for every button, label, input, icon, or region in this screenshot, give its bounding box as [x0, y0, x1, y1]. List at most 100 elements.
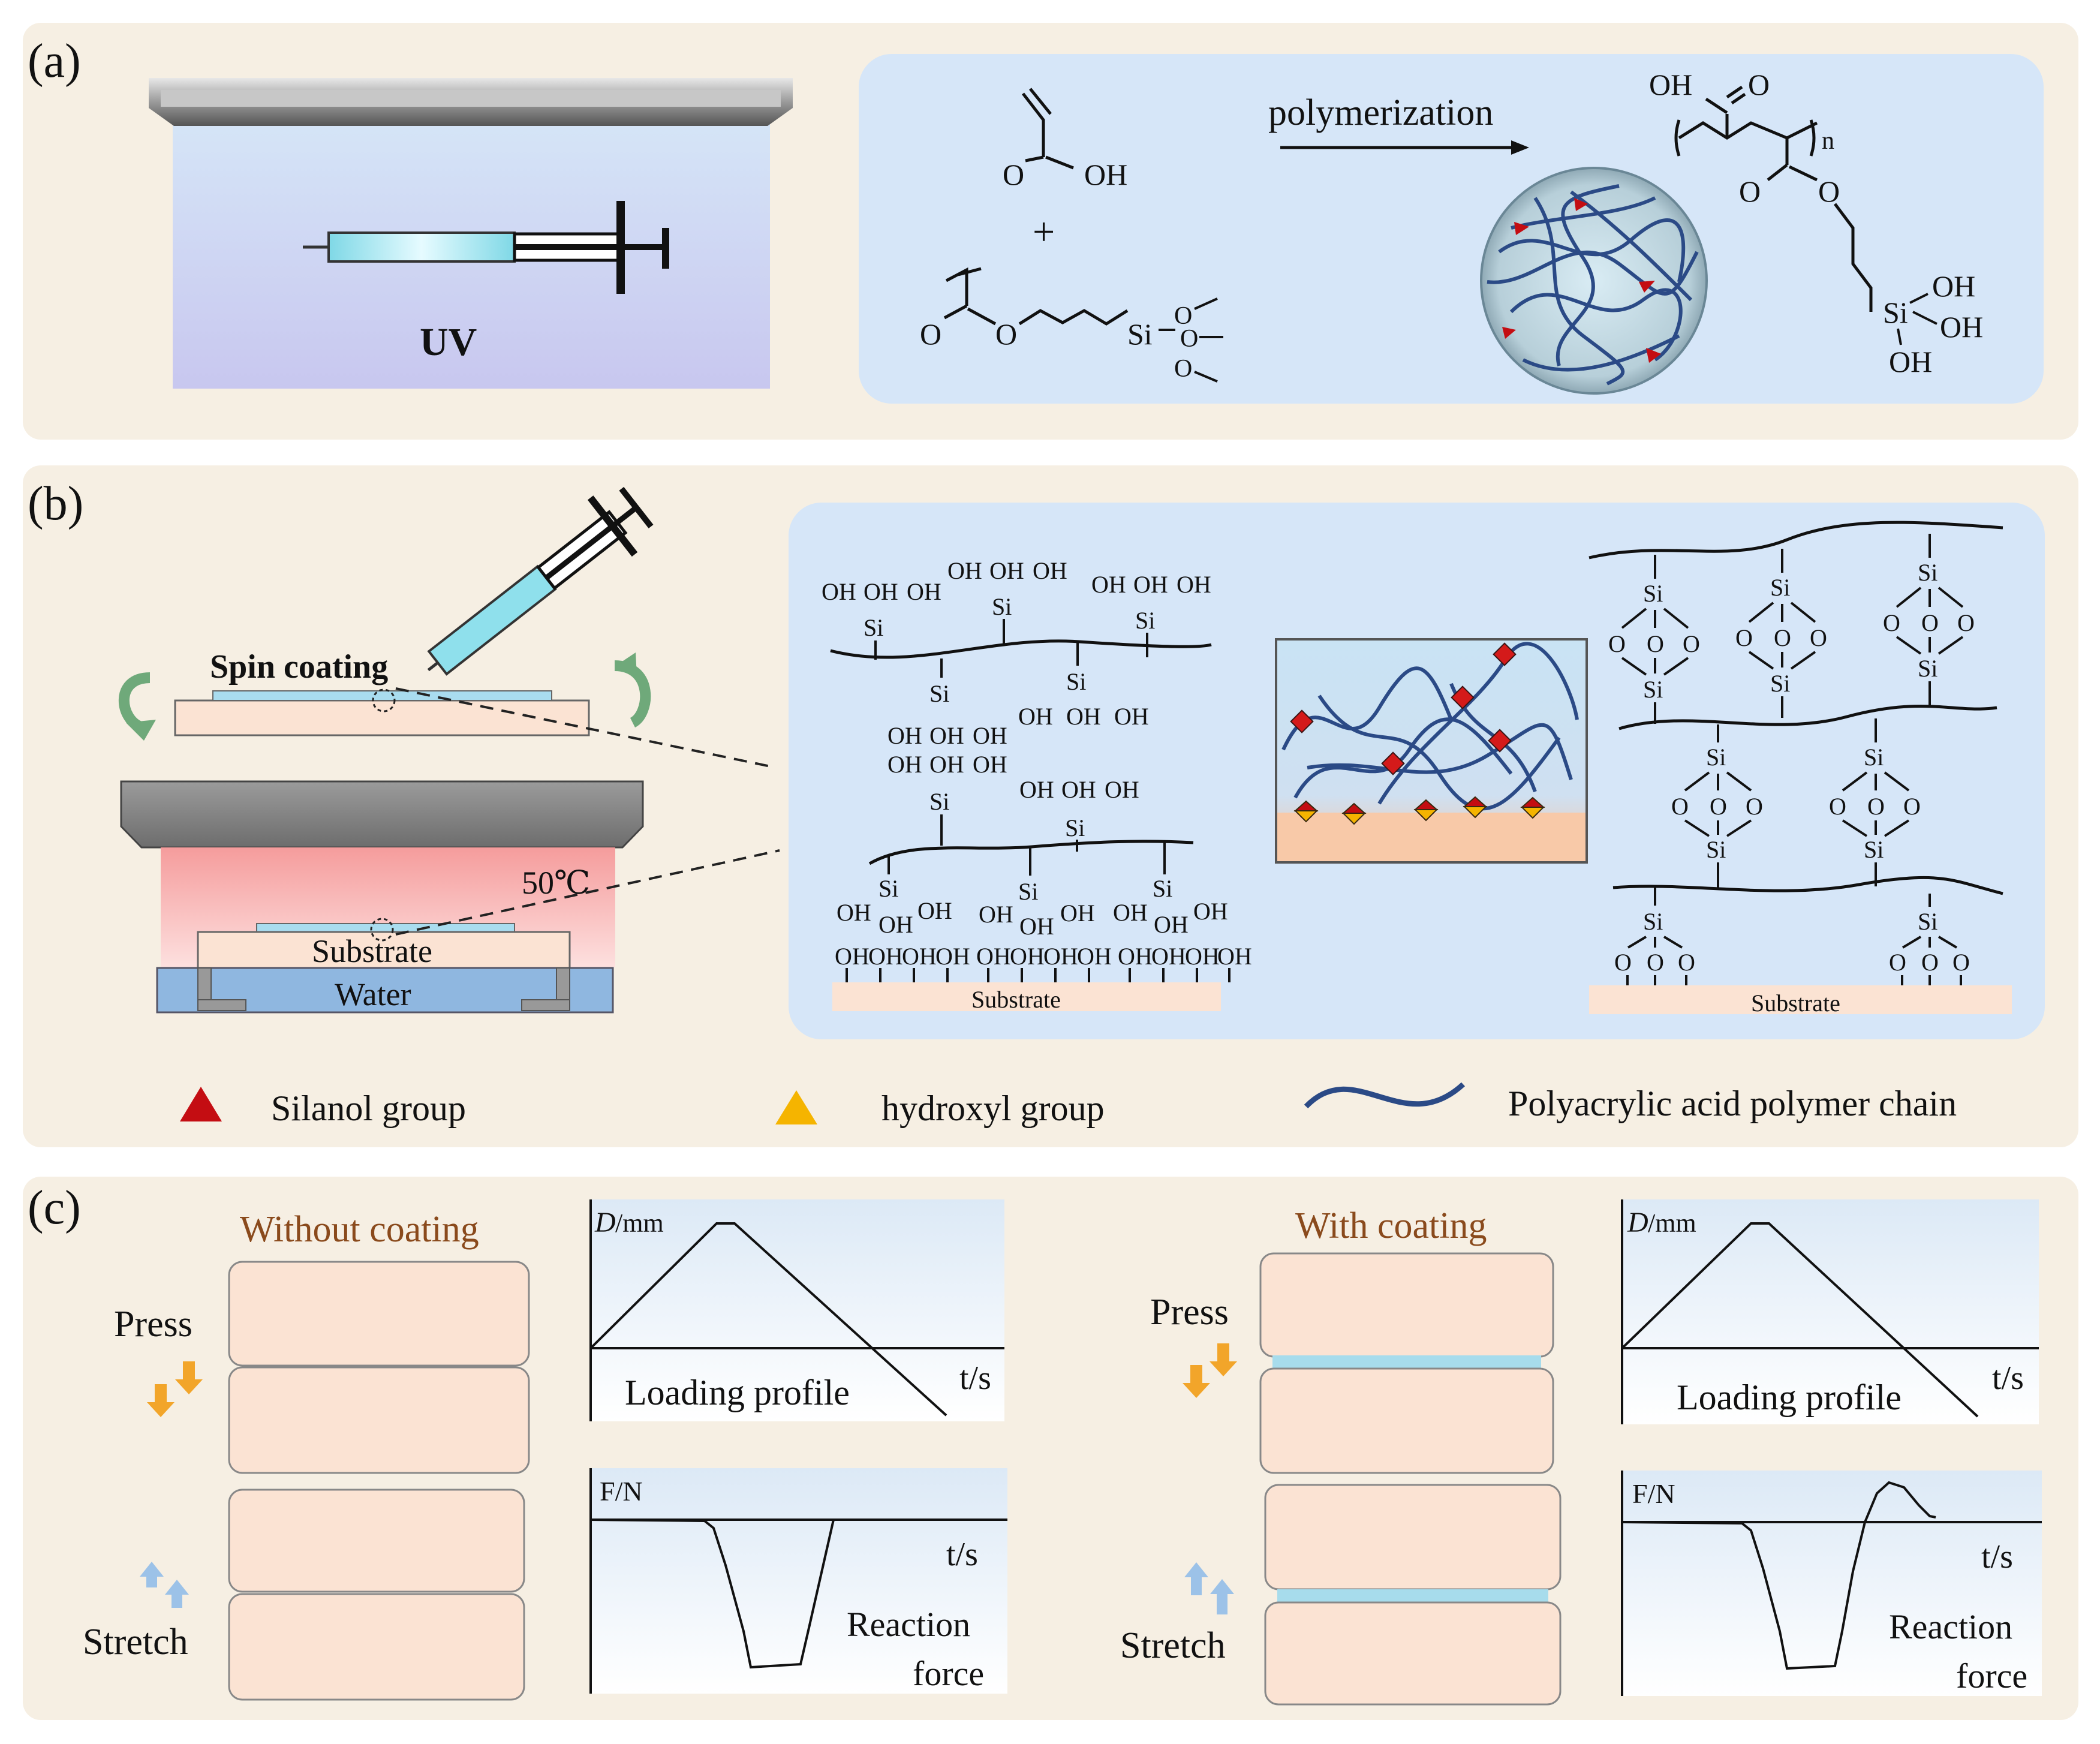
svg-text:Si: Si — [1065, 814, 1085, 841]
spin-coating-setup: Spin coating — [118, 486, 654, 741]
svg-text:OH: OH — [1217, 943, 1252, 970]
svg-text:Si: Si — [1643, 908, 1663, 935]
svg-text:O: O — [1921, 949, 1939, 976]
spin-coating-label: Spin coating — [210, 648, 388, 685]
svg-text:OH: OH — [907, 578, 941, 605]
heating-stage: 50℃ Substrate Water — [120, 780, 644, 1014]
svg-text:O: O — [1748, 68, 1770, 101]
svg-text:OH: OH — [1133, 571, 1168, 598]
panel-a: (a) UV — [23, 23, 2078, 440]
polymer-sphere — [1480, 167, 1708, 395]
reaction-force-plot: F/N t/s Reaction force — [589, 1468, 1007, 1694]
svg-text:O: O — [1174, 302, 1192, 330]
svg-text:force: force — [913, 1654, 984, 1693]
svg-text:Si: Si — [992, 593, 1012, 620]
svg-text:OH: OH — [1932, 269, 1975, 303]
acrylic-acid-structure: O OH — [1003, 88, 1127, 191]
svg-text:O: O — [1614, 949, 1632, 976]
svg-text:O: O — [1774, 624, 1791, 651]
svg-text:Si: Si — [1127, 317, 1153, 351]
press-arrows-icon — [147, 1361, 203, 1417]
svg-text:OH: OH — [917, 897, 952, 924]
silanol-markers — [1290, 642, 1517, 775]
svg-text:O: O — [1903, 793, 1921, 820]
svg-text:Si: Si — [1643, 676, 1663, 703]
svg-text:OH: OH — [1154, 911, 1189, 938]
substrate-label: Substrate — [312, 933, 432, 969]
svg-text:O: O — [1739, 175, 1761, 208]
hydroxyl-legend-icon — [775, 1090, 817, 1124]
svg-text:OH: OH — [1889, 345, 1932, 378]
stretch-label: Stretch — [83, 1622, 188, 1662]
svg-text:OH: OH — [1091, 571, 1126, 598]
svg-text:force: force — [1956, 1656, 2027, 1695]
svg-text:t/s: t/s — [959, 1360, 991, 1397]
svg-text:O: O — [1867, 793, 1885, 820]
press-label: Press — [1150, 1292, 1229, 1333]
svg-text:Substrate: Substrate — [1751, 990, 1840, 1017]
svg-text:Si: Si — [1770, 670, 1790, 697]
svg-text:O: O — [1746, 793, 1763, 820]
svg-text:O: O — [1829, 793, 1846, 820]
svg-text:/mm: /mm — [615, 1208, 664, 1238]
svg-text:OH: OH — [878, 911, 913, 938]
uv-label: UV — [420, 320, 477, 364]
panel-c: (c) Without coating Press Stretch — [23, 1177, 2078, 1720]
svg-text:O: O — [1647, 949, 1664, 976]
svg-text:O: O — [920, 317, 941, 351]
temperature-label: 50℃ — [522, 865, 590, 901]
svg-text:Si: Si — [1643, 580, 1663, 607]
bonded-pairs — [1293, 796, 1545, 825]
svg-text:Reaction: Reaction — [1889, 1607, 2012, 1646]
svg-text:OH: OH — [947, 557, 982, 584]
water-label: Water — [335, 976, 411, 1012]
with-coating-group: With coating Press Stretch — [1120, 1199, 2042, 1706]
svg-text:Si: Si — [1770, 574, 1790, 601]
svg-text:OH: OH — [929, 722, 964, 749]
svg-text:OH: OH — [976, 943, 1011, 970]
loading-profile-plot: D /mm t/s Loading profile — [1621, 1199, 2039, 1424]
svg-text:O: O — [1883, 609, 1900, 636]
siloxane-bridge: Si O O O Si — [1829, 718, 1921, 886]
svg-text:OH: OH — [1010, 943, 1045, 970]
polymerization-scheme: O OH + O O Si O O O — [859, 54, 2044, 404]
svg-text:Si: Si — [1883, 296, 1908, 329]
svg-text:Si: Si — [1706, 836, 1726, 863]
coating-layer — [1272, 1355, 1541, 1369]
coating-film-schematic — [1275, 638, 1588, 864]
svg-text:OH: OH — [1084, 158, 1127, 191]
reaction-force-plot: F/N t/s Reaction force — [1621, 1471, 2042, 1696]
press-arrows-icon — [1183, 1343, 1237, 1398]
svg-text:OH: OH — [1177, 571, 1211, 598]
svg-text:O: O — [1003, 158, 1024, 191]
panel-c-label: (c) — [28, 1181, 81, 1234]
svg-text:OH: OH — [1077, 943, 1112, 970]
svg-text:Si: Si — [1864, 744, 1884, 771]
svg-text:O: O — [1735, 624, 1753, 651]
svg-text:O: O — [1174, 355, 1192, 383]
svg-text:OH: OH — [1114, 703, 1149, 730]
svg-text:D: D — [594, 1207, 616, 1238]
coating-layer — [1277, 1589, 1548, 1602]
siloxane-bridge: Si O O O Si — [1883, 534, 1975, 708]
siloxane-bridge: Si O O O Si — [1671, 724, 1763, 888]
svg-text:O: O — [1710, 793, 1727, 820]
svg-text:OH: OH — [887, 751, 922, 778]
svg-text:n: n — [1822, 127, 1834, 155]
plus-sign: + — [1033, 210, 1055, 254]
svg-text:t/s: t/s — [1992, 1360, 2024, 1397]
legend: Silanol group hydroxyl group Polyacrylic… — [180, 1082, 1957, 1128]
loading-profile-plot: D /mm t/s Loading profile — [589, 1199, 1004, 1421]
legend-chain: Polyacrylic acid polymer chain — [1508, 1084, 1957, 1123]
svg-text:OH: OH — [1193, 898, 1228, 925]
svg-text:O: O — [1957, 609, 1975, 636]
svg-text:Si: Si — [929, 680, 949, 707]
svg-text:OH: OH — [835, 943, 870, 970]
svg-text:Si: Si — [1135, 607, 1155, 634]
svg-text:D: D — [1627, 1207, 1648, 1238]
svg-text:O: O — [1678, 949, 1695, 976]
silanol-hydroxyl-scheme: OH OH OH Si OH OH OH Si OH OH OH Si Si O… — [822, 557, 1252, 1013]
panel-b: (b) Spin coating 50℃ — [23, 465, 2078, 1147]
svg-text:/mm: /mm — [1648, 1208, 1696, 1238]
